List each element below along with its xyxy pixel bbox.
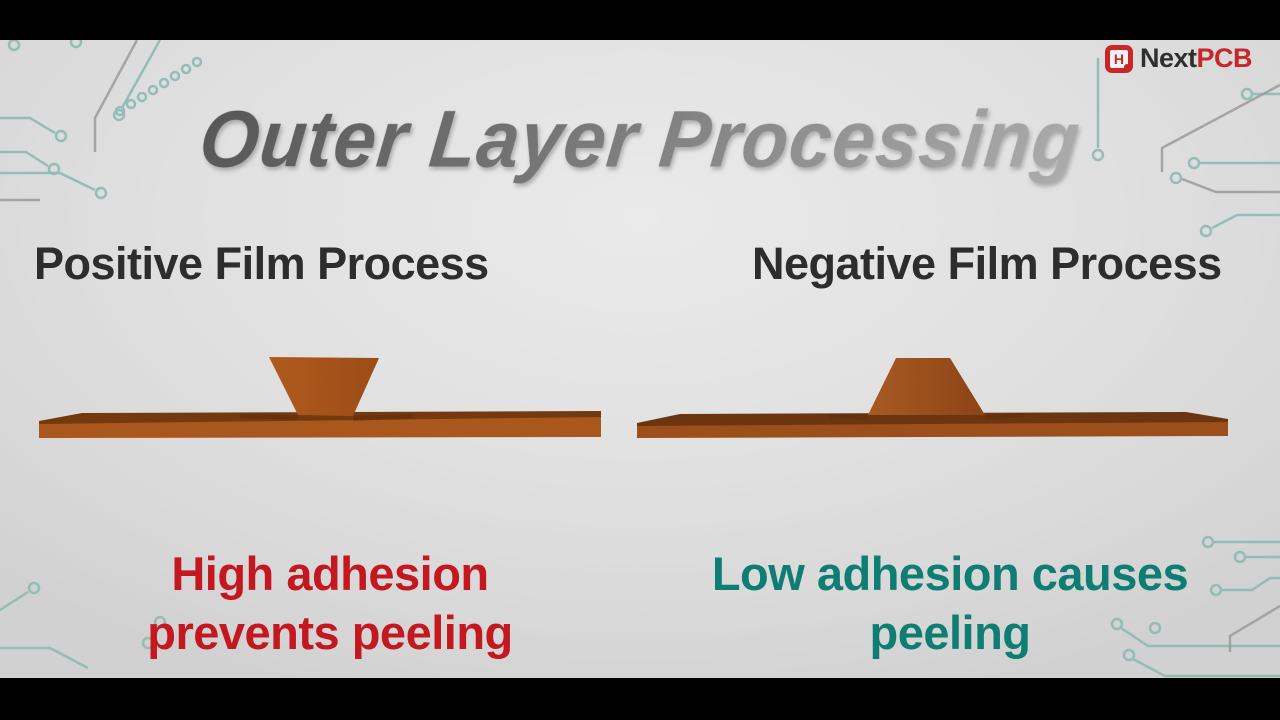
nextpcb-logo: H NextPCB [1104,43,1253,74]
negative-process-heading: Negative Film Process [752,238,1222,289]
caption-line: peeling [869,606,1031,659]
brand-name-accent: PCB [1196,43,1252,73]
positive-process-heading: Positive Film Process [34,238,489,289]
circuit-decoration-top-left-gray [0,40,139,202]
via-dot-row [114,56,203,117]
nextpcb-logo-icon: H [1104,44,1133,73]
circuit-decoration-bottom-right-gray [1228,604,1280,652]
circuit-decoration-bottom-right [1110,535,1280,678]
circuit-decoration-bottom-left [0,581,167,670]
letterbox-top-bar [0,0,1280,40]
copper-base-front-face [39,417,601,438]
copper-base-top-face [39,411,601,425]
positive-film-trace-diagram [39,357,601,438]
noise-texture [0,40,1280,678]
circuit-decoration-top-right-gray [1160,83,1280,194]
caption-line: Low adhesion causes [711,547,1189,600]
brand-name-dark: Next [1139,43,1197,73]
letterbox-bottom-bar [0,678,1280,720]
slide-stage: H NextPCB Outer Layer Processing Positiv… [0,40,1280,678]
background-texture-and-diagrams [0,40,1280,678]
nextpcb-logo-text: NextPCB [1139,43,1253,74]
undercut-shadow-left [240,414,298,420]
positive-process-caption: High adhesion prevents peeling [90,544,570,662]
undercut-shadow-right [353,414,412,421]
copper-base-front-face [637,422,1228,438]
negative-process-caption: Low adhesion causes peeling [685,544,1215,662]
circuit-decoration-top-left [0,40,203,200]
negative-film-trace-diagram [637,358,1228,438]
caption-line: High adhesion [171,547,489,600]
trapezoid-shadow-right [985,413,1024,420]
caption-line: prevents peeling [147,606,513,659]
undercut-trace-shape [269,357,379,416]
trapezoid-shadow-left [830,414,868,420]
trapezoid-trace-shape [868,358,985,415]
page-title: Outer Layer Processing [0,93,1280,185]
logo-letter: H [1113,50,1125,67]
circuit-decoration-top-right [1091,58,1280,238]
logo-dot [1123,63,1130,70]
